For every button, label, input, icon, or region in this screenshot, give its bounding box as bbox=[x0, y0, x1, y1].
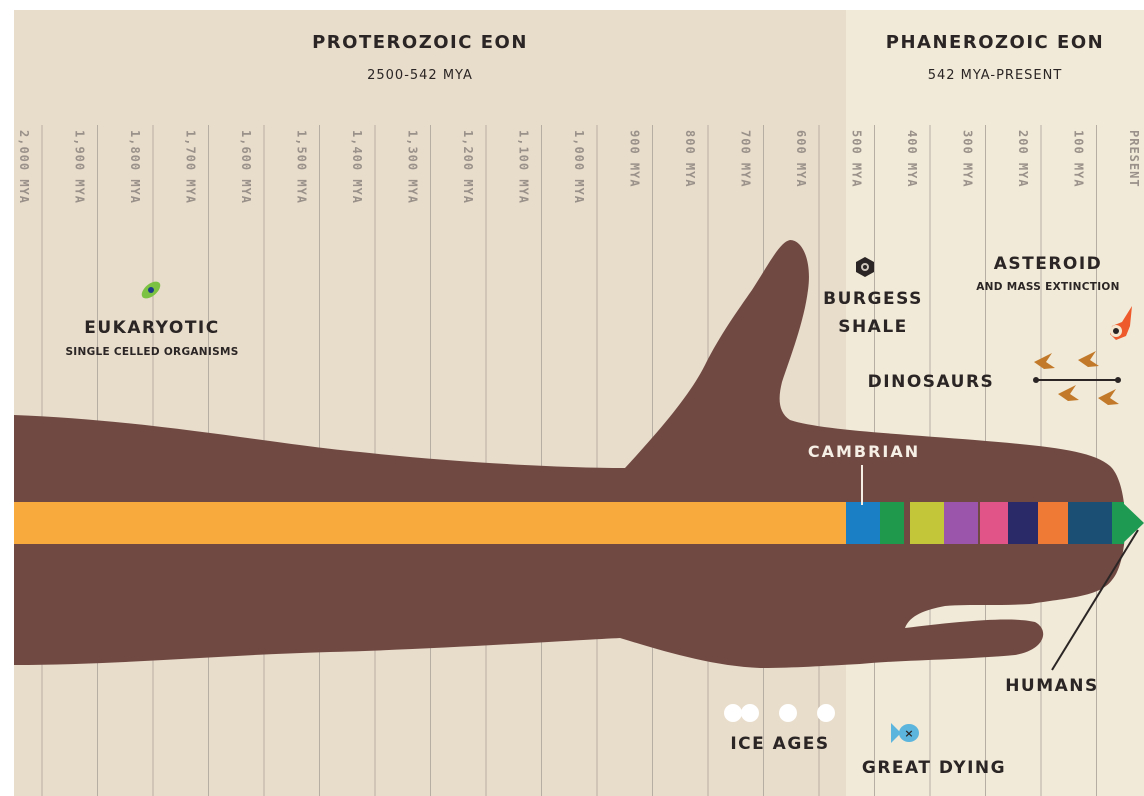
tick-label: 300 MYA bbox=[961, 130, 975, 188]
dinosaurs-label: DINOSAURS bbox=[868, 372, 995, 392]
tick-label: 1,000 MYA bbox=[572, 130, 586, 204]
phanerozoic-periods-bar bbox=[846, 502, 1124, 544]
tick-label: 700 MYA bbox=[739, 130, 753, 188]
tick-label: 400 MYA bbox=[905, 130, 919, 188]
tick-label: PRESENT bbox=[1127, 130, 1141, 188]
great-dying-label: GREAT DYING bbox=[862, 758, 1006, 778]
humans-label: HUMANS bbox=[1005, 676, 1099, 696]
tick-label: 500 MYA bbox=[850, 130, 864, 188]
tick-label: 1,800 MYA bbox=[128, 130, 142, 204]
period-segment bbox=[944, 502, 978, 544]
cambrian-label: CAMBRIAN bbox=[808, 442, 920, 461]
tick-label: 100 MYA bbox=[1072, 130, 1086, 188]
tick-label: 1,600 MYA bbox=[239, 130, 253, 204]
tick-label: 1,500 MYA bbox=[295, 130, 309, 204]
asteroid-label: ASTEROID bbox=[994, 254, 1103, 274]
tick-label: 2,000 MYA bbox=[17, 130, 31, 204]
phanerozoic-background bbox=[846, 10, 1144, 796]
tick-label: 200 MYA bbox=[1016, 130, 1030, 188]
eukaryotic-label: EUKARYOTIC bbox=[84, 318, 219, 338]
period-segment bbox=[846, 502, 880, 544]
period-segment bbox=[1038, 502, 1068, 544]
dinosaurs-range-start bbox=[1033, 377, 1039, 383]
period-segment bbox=[1068, 502, 1112, 544]
ice-ages-label: ICE AGES bbox=[730, 734, 829, 754]
tick-label: 1,400 MYA bbox=[350, 130, 364, 204]
tick-label: 1,200 MYA bbox=[461, 130, 475, 204]
period-segment bbox=[880, 502, 904, 544]
period-segment bbox=[1008, 502, 1038, 544]
eukaryotic-sublabel: SINGLE CELLED ORGANISMS bbox=[65, 346, 238, 358]
proterozoic-eon-range: 2500-542 MYA bbox=[367, 68, 473, 83]
asteroid-sublabel: AND MASS EXTINCTION bbox=[976, 281, 1119, 293]
svg-text:×: × bbox=[904, 727, 913, 740]
phanerozoic-eon-title: PHANEROZOIC EON bbox=[886, 32, 1104, 53]
tick-label: 600 MYA bbox=[794, 130, 808, 188]
dinosaurs-range-end bbox=[1115, 377, 1121, 383]
proterozoic-bar bbox=[14, 502, 846, 544]
period-segment bbox=[980, 502, 1008, 544]
proterozoic-eon-title: PROTEROZOIC EON bbox=[312, 32, 528, 53]
tick-label: 1,900 MYA bbox=[73, 130, 87, 204]
burgess-shale-label-line1: BURGESS bbox=[823, 289, 923, 309]
tick-label: 1,100 MYA bbox=[517, 130, 531, 204]
period-segment bbox=[910, 502, 944, 544]
tick-label: 1,700 MYA bbox=[184, 130, 198, 204]
tick-label: 1,300 MYA bbox=[406, 130, 420, 204]
burgess-shale-label-line2: SHALE bbox=[838, 317, 908, 337]
tick-label: 900 MYA bbox=[628, 130, 642, 188]
phanerozoic-eon-range: 542 MYA-PRESENT bbox=[928, 68, 1063, 83]
tick-label: 800 MYA bbox=[683, 130, 697, 188]
